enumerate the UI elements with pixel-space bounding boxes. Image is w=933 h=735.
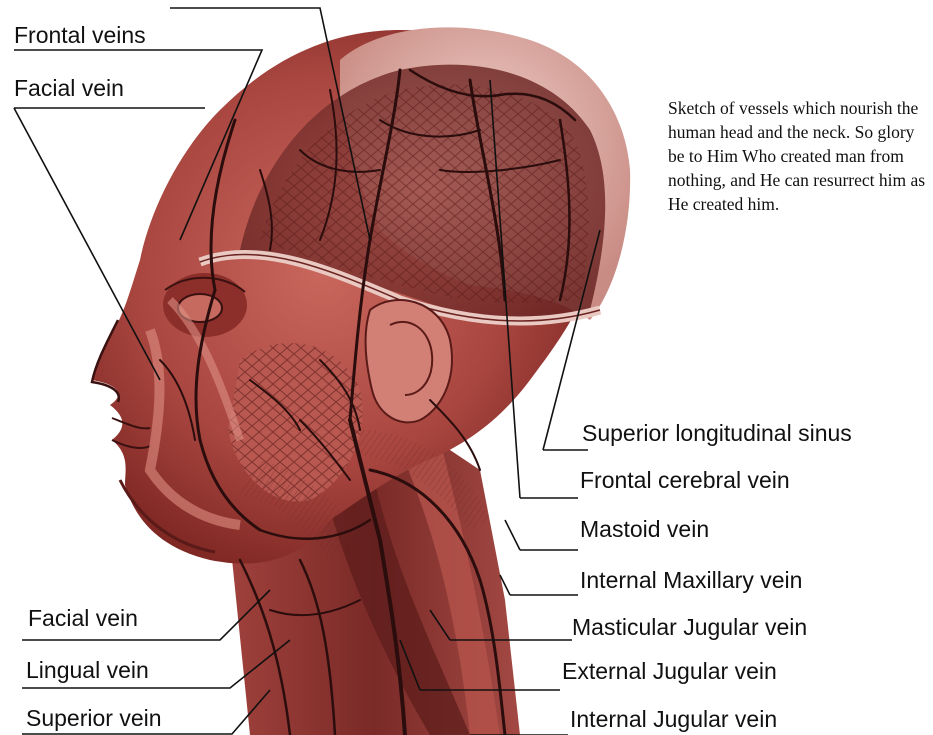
label-frontal-veins: Frontal veins — [14, 22, 146, 48]
label-masticular-jugular-vein: Masticular Jugular vein — [572, 614, 807, 640]
label-facial-vein-bottom: Facial vein — [28, 605, 138, 631]
label-internal-jugular-vein: Internal Jugular vein — [570, 706, 777, 732]
leader-internal-maxillary-vein — [500, 575, 578, 595]
leader-mastoid-vein — [505, 520, 578, 550]
label-lingual-vein: Lingual vein — [26, 657, 149, 683]
label-frontal-cerebral-vein: Frontal cerebral vein — [580, 467, 790, 493]
label-external-jugular-vein: External Jugular vein — [562, 658, 777, 684]
label-facial-vein-top: Facial vein — [14, 75, 124, 101]
ear — [366, 300, 452, 422]
label-superior-longitudinal-sinus: Superior longitudinal sinus — [582, 420, 852, 446]
label-mastoid-vein: Mastoid vein — [580, 516, 709, 542]
label-internal-maxillary-vein: Internal Maxillary vein — [580, 567, 802, 593]
label-superior-vein: Superior vein — [26, 705, 162, 731]
figure-caption: Sketch of vessels which nourish the huma… — [668, 96, 930, 216]
